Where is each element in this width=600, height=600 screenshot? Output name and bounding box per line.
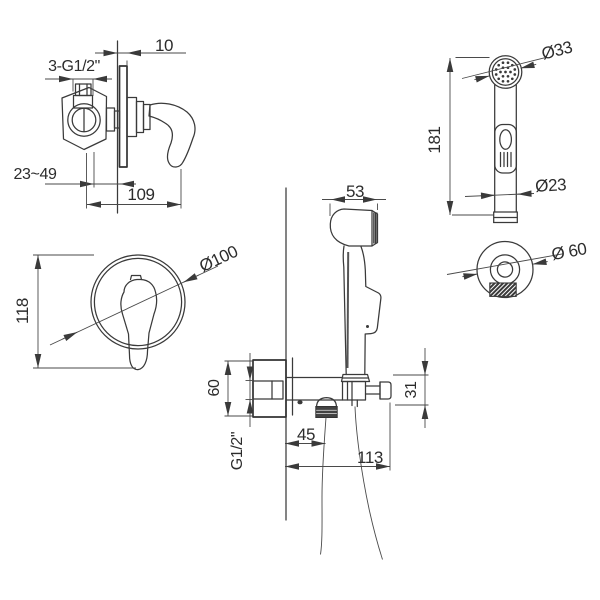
dim-label-ports-thread: 3-G1/2" — [48, 58, 100, 75]
dim-label-plate-diameter: Ø100 — [196, 242, 240, 276]
dim-label-bracket-diameter: Ø 60 — [550, 239, 588, 264]
bracket-front-view: Ø 60 — [446, 239, 588, 299]
trigger-pin — [366, 325, 369, 328]
holder-pin — [379, 381, 392, 400]
control-button — [494, 123, 518, 174]
hand-shower-side — [329, 208, 382, 376]
hose-nut-dome — [315, 396, 338, 409]
shower-hose-left — [320, 417, 327, 555]
mixer-front-view: 118 Ø100 — [13, 242, 241, 371]
wall-plate-side — [118, 65, 128, 168]
mixer-lever-front — [120, 274, 158, 371]
wall-assembly-side-view: 53 60 G1/2" — [206, 182, 429, 560]
hose-nut — [493, 211, 518, 224]
wall-elbow-side — [252, 359, 287, 418]
dim-label-front-height: 118 — [13, 298, 32, 324]
shower-hose-right — [354, 406, 383, 560]
bracket-hook-hatched — [489, 282, 517, 297]
mixer-lever-side — [126, 96, 196, 168]
handle-front — [493, 84, 518, 224]
valve-body — [61, 83, 121, 151]
dim-label-holder-height: 31 — [403, 381, 420, 398]
mixer-side-view: 10 3-G1/2" 23~49 109 — [14, 36, 196, 214]
dim-label-body-width: 109 — [127, 185, 154, 204]
dim-label-depth-range: 23~49 — [14, 166, 57, 183]
dim-label-head-width: 53 — [346, 182, 364, 201]
shower-holder-side — [285, 373, 392, 418]
dim-label-hose-outlet-offset: 45 — [297, 425, 315, 444]
dim-label-elbow-thread: G1/2" — [229, 432, 246, 470]
hose-connection-knob — [315, 406, 338, 418]
dim-label-total-height: 181 — [425, 126, 444, 153]
dim-label-head-diameter: Ø33 — [540, 38, 575, 64]
dim-label-elbow-plate-size: 60 — [206, 379, 223, 396]
dim-label-holder-offset: 113 — [357, 448, 383, 467]
handshower-front-view: Ø33 181 Ø23 — [425, 38, 575, 224]
spray-head — [488, 55, 523, 89]
screw-dot — [297, 400, 303, 405]
dim-label-plate-offset: 10 — [155, 36, 173, 55]
spray-nozzles — [494, 61, 517, 83]
dim-label-handle-diameter: Ø23 — [535, 175, 567, 196]
